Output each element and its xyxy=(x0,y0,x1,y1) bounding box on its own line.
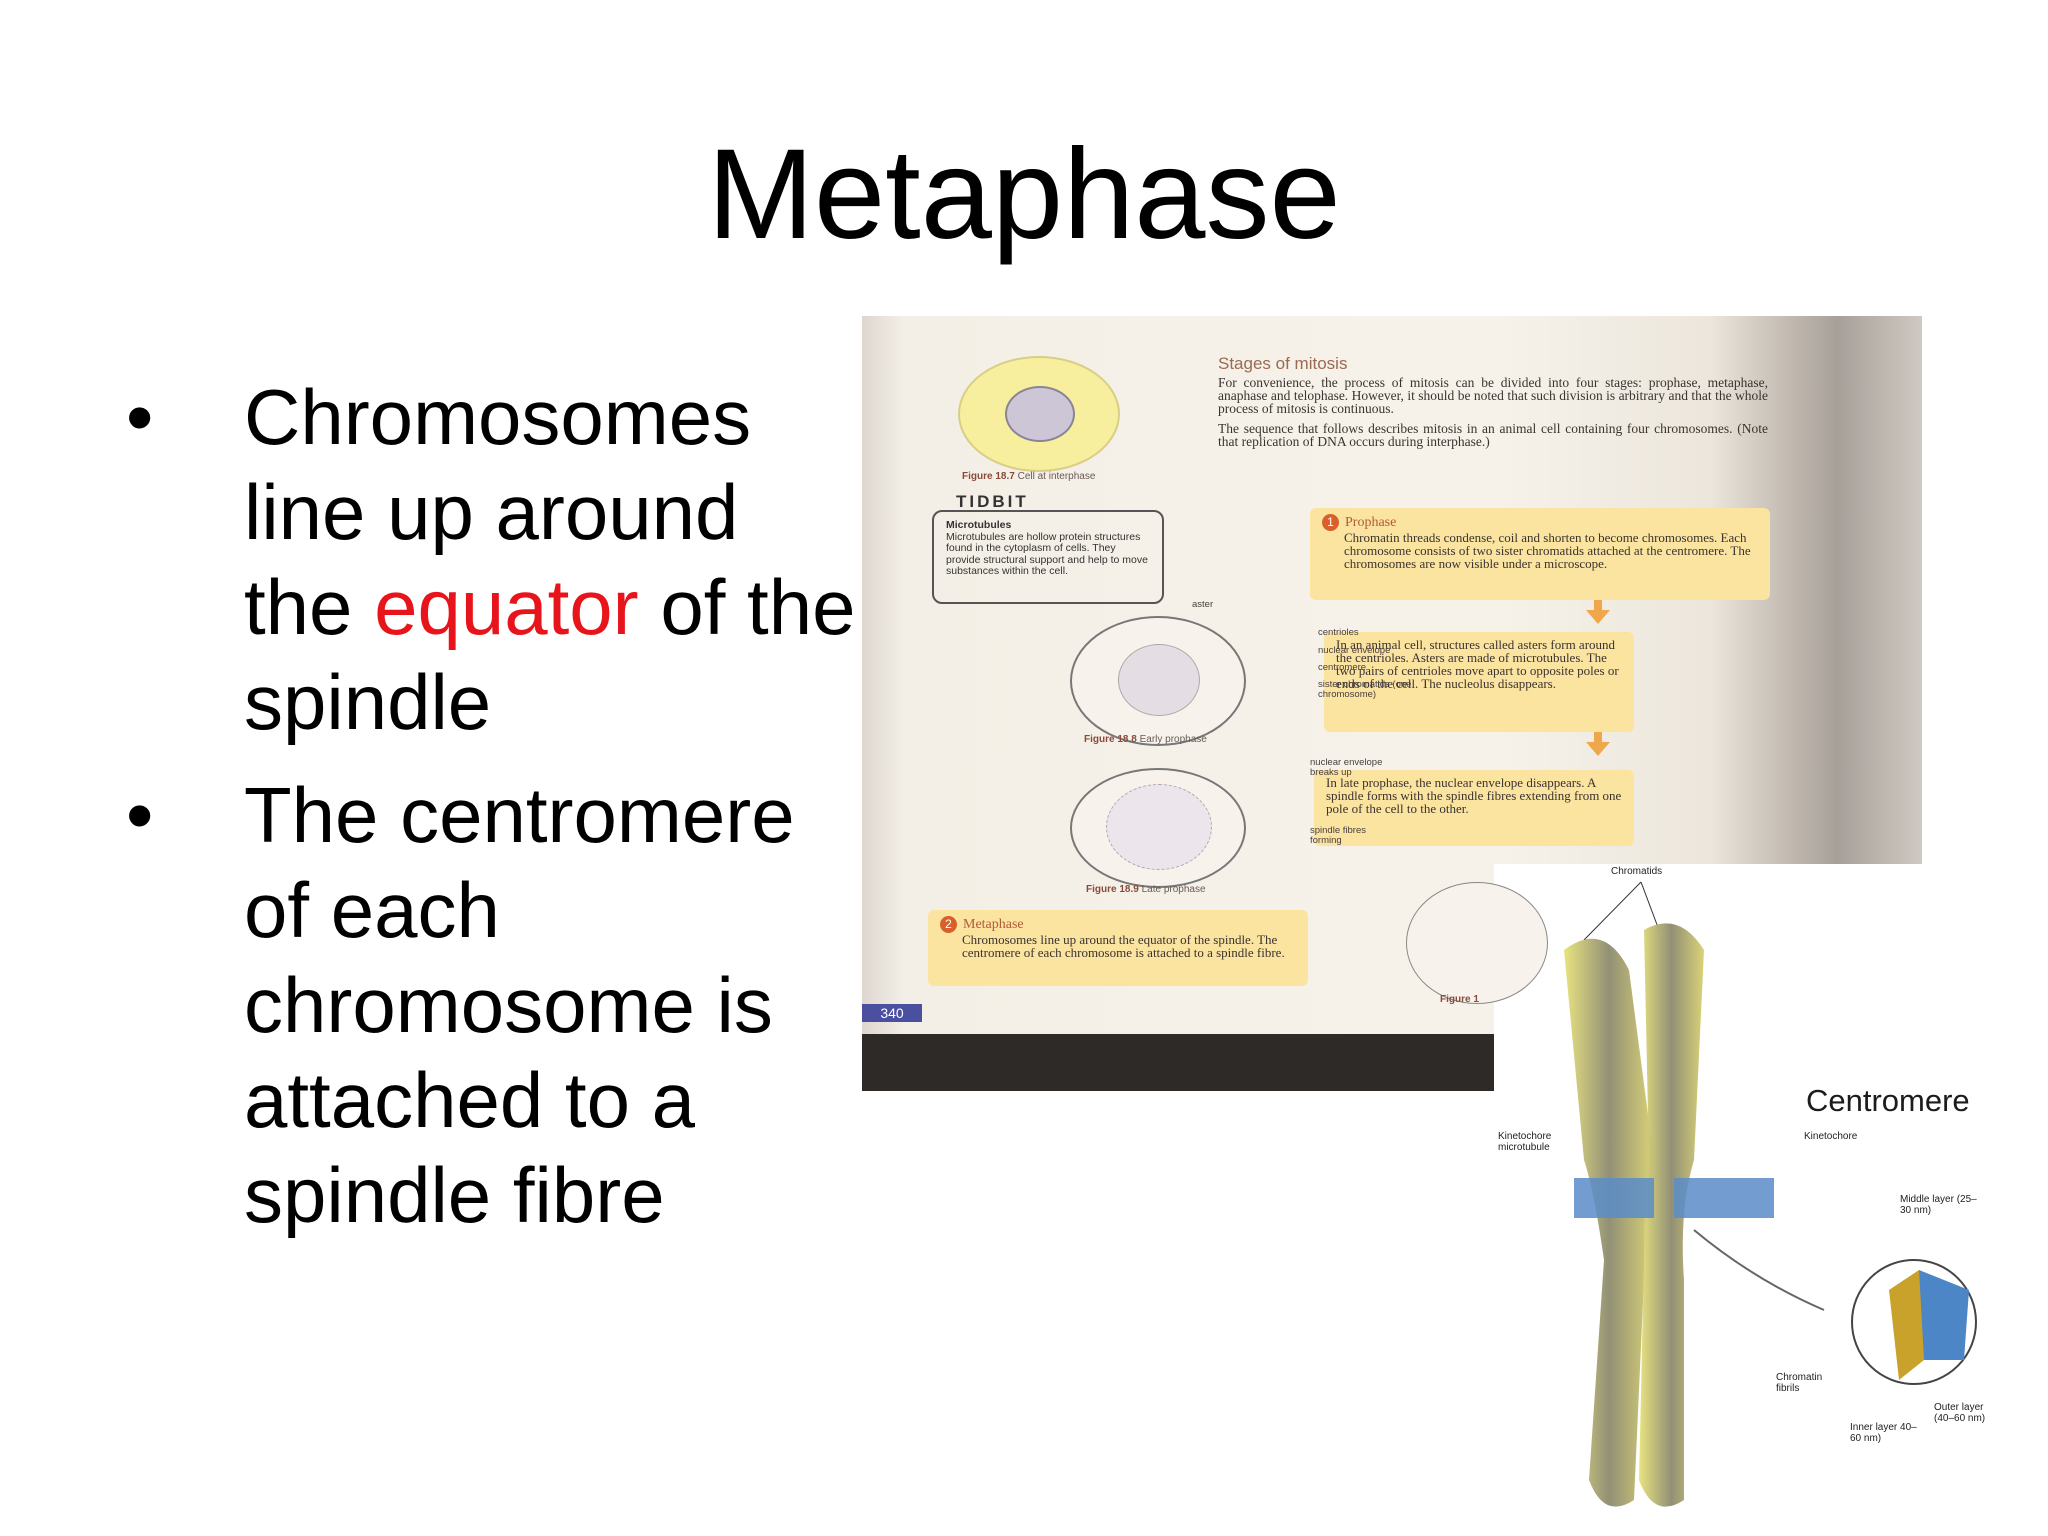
figure-number: Figure 1 xyxy=(1440,994,1479,1005)
figure-caption-text: Late prophase xyxy=(1141,884,1206,895)
chromatids-pointer-line xyxy=(1583,881,1642,941)
figure-label: spindle fibres forming xyxy=(1310,825,1366,846)
intro-paragraph: The sequence that follows describes mito… xyxy=(1218,421,1768,449)
outer-layer-label: Outer layer (40–60 nm) xyxy=(1934,1402,1986,1424)
kinetochore-label: Kinetochore xyxy=(1804,1131,1858,1142)
kinetochore-layers xyxy=(1919,1270,1969,1360)
figure-label: nuclear envelope xyxy=(1318,645,1391,656)
step-number: 2 xyxy=(940,916,957,933)
kinetochore-microtubules xyxy=(1574,1178,1654,1218)
intro-text: For convenience, the process of mitosis … xyxy=(1218,376,1768,455)
prophase-box: 1 Prophase Chromatin threads condense, co… xyxy=(1310,508,1770,600)
figure-label: aster xyxy=(1192,599,1214,610)
tidbit-label: TIDBIT xyxy=(956,492,1029,511)
bullet-list: • Chromosomes line up around the equator… xyxy=(120,370,860,1261)
chromatin-fibrils-label: Chromatin fibrils xyxy=(1776,1372,1823,1394)
early-prophase-nucleus-figure xyxy=(1118,644,1200,716)
metaphase-box: 2 Metaphase Chromosomes line up around th… xyxy=(928,910,1308,986)
kinetochore-microtubules xyxy=(1674,1178,1774,1218)
figure-label: centromere xyxy=(1318,662,1367,673)
inner-layer-label: Inner layer 40–60 nm) xyxy=(1850,1422,1917,1444)
figure-number: Figure 18.9 xyxy=(1086,884,1139,895)
step-body: Chromatin threads condense, coil and sho… xyxy=(1344,530,1751,571)
tidbit-box: Microtubules Microtubules are hollow pro… xyxy=(932,510,1164,604)
textbook-scan-image: Stages of mitosis For convenience, the p… xyxy=(862,316,1922,1091)
bullet-text: The centromere of each chromosome is att… xyxy=(244,771,795,1239)
tidbit-title: Microtubules xyxy=(946,519,1012,531)
flow-arrow xyxy=(1586,742,1610,756)
figure-caption-text: Cell at interphase xyxy=(1017,471,1096,482)
asters-box: In an animal cell, structures called ast… xyxy=(1324,632,1634,732)
figure-number: Figure 18.8 xyxy=(1084,734,1137,745)
magnify-arrow xyxy=(1693,1229,1825,1311)
bullet-text: Chromosomes line up around the xyxy=(244,373,752,651)
figure-label: sister chromatids (one chromosome) xyxy=(1318,679,1412,700)
kinetochore-microtubule-label: Kinetochore microtubule xyxy=(1498,1131,1552,1153)
bullet-text: of the spindle xyxy=(244,563,856,746)
chromatid-shape xyxy=(1564,938,1654,1507)
stages-heading: Stages of mitosis xyxy=(1218,354,1348,373)
intro-paragraph: For convenience, the process of mitosis … xyxy=(1218,375,1768,416)
slide-title: Metaphase xyxy=(707,123,1341,266)
step-heading: Metaphase xyxy=(963,917,1024,932)
bullet-marker: • xyxy=(126,771,154,859)
tidbit-body: Microtubules are hollow protein structur… xyxy=(946,530,1148,577)
bullet-item: • Chromosomes line up around the equator… xyxy=(120,370,860,750)
middle-layer-label: Middle layer (25–30 nm) xyxy=(1900,1194,1977,1216)
chromatids-pointer-line xyxy=(1640,881,1660,931)
bullet-item: • The centromere of each chromosome is a… xyxy=(120,768,860,1243)
step-number: 1 xyxy=(1322,514,1339,531)
overlap-area xyxy=(1494,864,1922,1091)
flow-arrow-stem xyxy=(1594,732,1602,742)
figure-number: Figure 18.7 xyxy=(962,471,1015,482)
figure-caption-text: Early prophase xyxy=(1139,734,1207,745)
figure-caption: Figure 18.9 Late prophase xyxy=(1086,884,1206,895)
figure-label: centrioles xyxy=(1318,627,1359,638)
figure-caption: Figure 1 xyxy=(1440,994,1479,1005)
late-prophase-box: In late prophase, the nuclear envelope d… xyxy=(1314,770,1634,846)
chromatid-shape xyxy=(1639,923,1704,1507)
bullet-marker: • xyxy=(126,373,154,461)
flow-arrow xyxy=(1586,610,1610,624)
step-heading: Prophase xyxy=(1345,515,1397,530)
step-body: Chromosomes line up around the equator o… xyxy=(962,932,1285,960)
bullet-highlight: equator xyxy=(374,563,639,651)
figure-caption: Figure 18.8 Early prophase xyxy=(1084,734,1207,745)
chromosome-illustration xyxy=(1564,881,1977,1507)
flow-arrow-stem xyxy=(1594,600,1602,610)
centromere-label: Centromere xyxy=(1806,1083,1970,1118)
page-number: 340 xyxy=(862,1004,922,1022)
figure-caption: Figure 18.7 Cell at interphase xyxy=(962,471,1095,482)
nucleus-figure xyxy=(1005,386,1075,442)
spindle-figure-partial xyxy=(1406,882,1548,1004)
figure-label: nuclear envelope breaks up xyxy=(1310,757,1383,778)
late-prophase-nucleus-figure xyxy=(1106,784,1212,870)
chromatids-label: Chromatids xyxy=(1611,866,1663,877)
